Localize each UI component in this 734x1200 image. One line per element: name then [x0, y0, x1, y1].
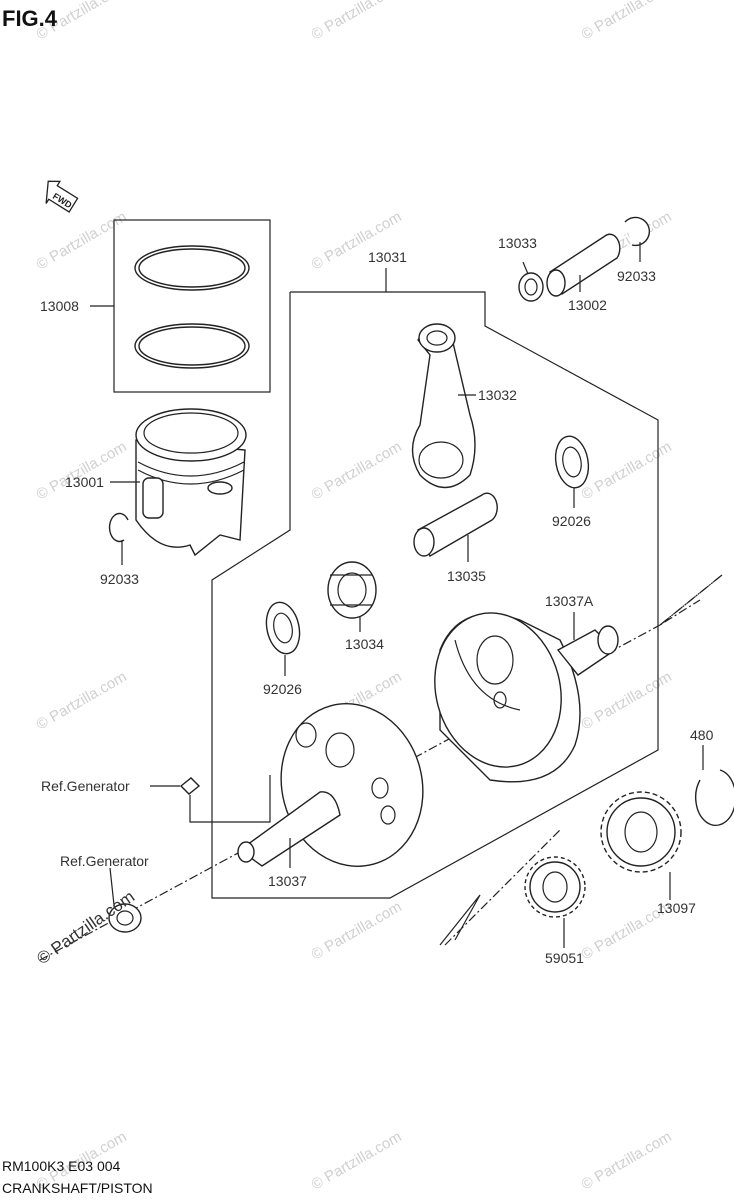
generator-key	[150, 777, 201, 795]
watermark: © Partzilla.com	[34, 668, 130, 733]
watermark: © Partzilla.com	[34, 208, 130, 273]
section-name: CRANKSHAFT/PISTON	[2, 1180, 153, 1196]
part-label-13037: 13037	[268, 873, 307, 889]
forward-arrow-icon	[45, 180, 79, 213]
watermark: © Partzilla.com	[579, 668, 675, 733]
part-label-13032: 13032	[478, 387, 517, 403]
generator-ref-bracket	[189, 775, 271, 823]
piston-13001	[110, 408, 247, 557]
watermark: © Partzilla.com	[309, 0, 405, 43]
ref-generator-label-1: Ref.Generator	[41, 778, 130, 794]
part-label-13097: 13097	[657, 900, 696, 916]
fwd-marker: FWD	[45, 180, 79, 213]
part-label-92033-left: 92033	[100, 571, 139, 587]
circlip-480	[695, 745, 734, 827]
part-label-13035: 13035	[447, 568, 486, 584]
crank-half-13037A	[434, 612, 619, 783]
part-label-13034: 13034	[345, 636, 384, 652]
part-label-13031: 13031	[368, 249, 407, 265]
assembly-boundary	[211, 291, 659, 899]
watermark: © Partzilla.com	[579, 438, 675, 503]
piston-pin-13002	[546, 233, 621, 297]
part-label-13033: 13033	[498, 235, 537, 251]
part-label-92026-right: 92026	[552, 513, 591, 529]
piston-rings-13008	[90, 219, 271, 393]
needle-bearing-13034	[327, 561, 377, 632]
part-label-59051: 59051	[545, 950, 584, 966]
watermark: © Partzilla.com	[309, 1128, 405, 1193]
watermark: © Partzilla.com	[309, 898, 405, 963]
part-label-13001: 13001	[65, 474, 104, 490]
ref-generator-label-2: Ref.Generator	[60, 853, 149, 869]
part-label-13002: 13002	[568, 297, 607, 313]
connecting-rod-13032	[411, 323, 476, 489]
watermark: © Partzilla.com	[34, 438, 130, 503]
part-label-13008: 13008	[40, 298, 79, 314]
gear-59051	[524, 856, 586, 948]
part-label-92026-left: 92026	[263, 681, 302, 697]
thrust-washer-92026-right	[554, 435, 590, 508]
thrust-washer-92026-left	[265, 601, 301, 676]
gear-13097	[600, 791, 682, 900]
watermark: © Partzilla.com	[309, 438, 405, 503]
bearing-13033	[518, 261, 544, 302]
circlip-92033-left	[108, 512, 129, 565]
crank-pin-13035	[413, 492, 498, 562]
watermark: © Partzilla.com	[579, 0, 675, 43]
model-code: RM100K3 E03 004	[2, 1158, 121, 1174]
figure-title: FIG.4	[2, 6, 58, 31]
crankshaft-13037	[237, 703, 424, 868]
part-label-480: 480	[690, 727, 714, 743]
part-label-13037A: 13037A	[545, 593, 594, 609]
part-label-92033-right: 92033	[617, 268, 656, 284]
circlip-92033-right	[624, 216, 651, 262]
generator-nut	[108, 867, 142, 933]
watermark: © Partzilla.com	[579, 1128, 675, 1193]
